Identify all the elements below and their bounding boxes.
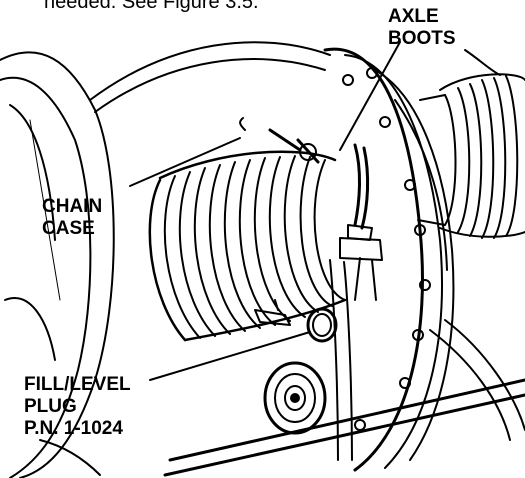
axle-boots-line-2: BOOTS bbox=[388, 28, 456, 49]
fill-level-plug-line-3: P.N. 1-1024 bbox=[24, 418, 123, 439]
chain-case-label: CHAIN CASE bbox=[42, 196, 102, 240]
fill-level-plug-label: FILL/LEVEL PLUG P.N. 1-1024 bbox=[24, 374, 131, 440]
chain-case-line-2: CASE bbox=[42, 218, 95, 239]
fill-level-plug-line-1: FILL/LEVEL bbox=[24, 374, 131, 395]
leader-lines bbox=[129, 41, 501, 381]
hub-flange bbox=[323, 47, 455, 472]
left-axle-boot bbox=[148, 150, 347, 342]
axle-boots-line-1: AXLE bbox=[388, 6, 439, 27]
fill-level-plug-line-2: PLUG bbox=[24, 396, 77, 417]
flange-bolts bbox=[342, 67, 431, 431]
chain-case-shell bbox=[0, 51, 115, 478]
boot-clamp bbox=[239, 117, 320, 164]
lower-bearing bbox=[263, 361, 327, 435]
frame-arc bbox=[89, 41, 331, 113]
axle-boots-label: AXLE BOOTS bbox=[388, 6, 456, 50]
right-axle-boot bbox=[417, 73, 525, 239]
base-frame bbox=[163, 319, 525, 477]
caption-fragment: needed. See Figure 3.5. bbox=[44, 0, 259, 13]
fill-level-plug bbox=[254, 299, 338, 343]
vent-hose bbox=[329, 143, 383, 461]
chain-case-line-1: CHAIN bbox=[42, 196, 103, 217]
